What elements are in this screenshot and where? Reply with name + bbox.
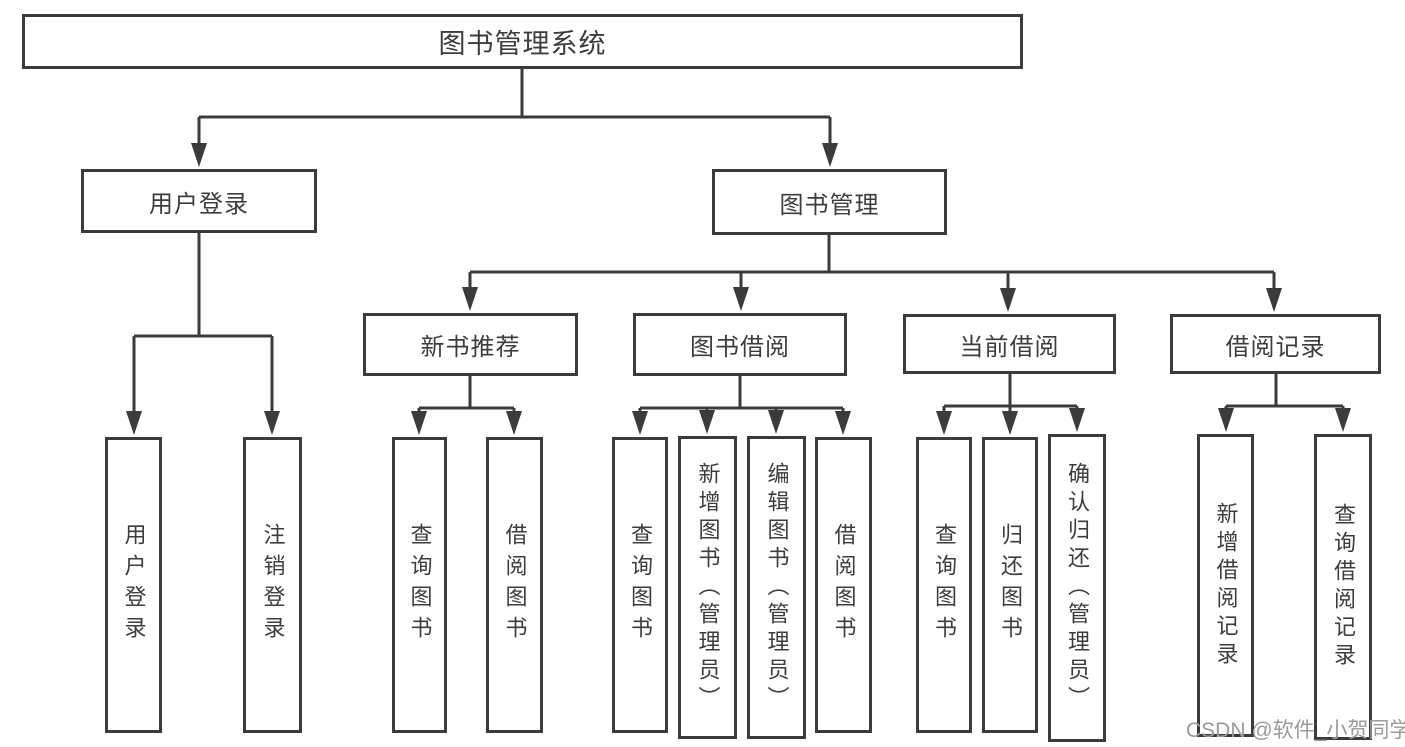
- leaf-user-login: 用户登录: [105, 437, 162, 733]
- node-user-login: 用户登录: [81, 169, 317, 233]
- leaf-confirm-return-admin: 确认归还（管理员）: [1048, 434, 1106, 742]
- arrowheads: [126, 143, 1351, 435]
- node-new-book-recommendation: 新书推荐: [363, 313, 578, 376]
- node-label: 编辑图书（管理员）: [764, 461, 790, 714]
- leaf-add-book-admin: 新增图书（管理员）: [678, 436, 737, 739]
- node-label: 图书管理: [779, 191, 880, 219]
- node-current-borrowing: 当前借阅: [903, 314, 1116, 374]
- leaf-edit-book-admin: 编辑图书（管理员）: [747, 436, 806, 739]
- node-label: 查询图书: [407, 523, 433, 647]
- node-book-management: 图书管理: [712, 169, 947, 235]
- node-label: 确认归还（管理员）: [1065, 462, 1090, 714]
- node-book-borrowing: 图书借阅: [633, 313, 847, 376]
- node-label: 查询图书: [932, 523, 957, 647]
- node-label: 借阅图书: [831, 523, 857, 647]
- leaf-query-books-current: 查询图书: [916, 437, 972, 733]
- node-label: 借阅图书: [502, 523, 528, 647]
- node-label: 归还图书: [998, 523, 1023, 647]
- leaf-borrow-books: 借阅图书: [815, 437, 872, 733]
- leaf-query-books-borrowing: 查询图书: [612, 437, 668, 733]
- node-library-management-system: 图书管理系统: [22, 14, 1023, 69]
- leaf-query-books-recommendation: 查询图书: [392, 437, 447, 733]
- node-label: 当前借阅: [959, 333, 1060, 361]
- node-label: 图书管理系统: [438, 29, 607, 59]
- node-label: 注销登录: [260, 523, 286, 647]
- node-borrowing-records: 借阅记录: [1170, 314, 1381, 374]
- node-label: 图书借阅: [690, 334, 790, 361]
- leaf-logout: 注销登录: [243, 437, 302, 733]
- node-label: 新增图书（管理员）: [695, 461, 721, 714]
- node-label: 查询借阅记录: [1331, 503, 1356, 671]
- csdn-watermark: CSDN @软件_小贺同学: [1186, 719, 1405, 742]
- node-label: 查询图书: [628, 523, 653, 647]
- node-label: 新书推荐: [420, 334, 521, 361]
- node-label: 借阅记录: [1225, 333, 1326, 361]
- node-label: 新增借阅记录: [1213, 501, 1239, 670]
- leaf-return-books: 归还图书: [982, 437, 1038, 733]
- leaf-query-borrowing-record: 查询借阅记录: [1314, 434, 1372, 740]
- leaf-borrow-books-recommendation: 借阅图书: [486, 437, 543, 733]
- leaf-add-borrowing-record: 新增借阅记录: [1197, 434, 1254, 737]
- node-label: 用户登录: [121, 523, 147, 647]
- node-label: 用户登录: [149, 190, 249, 218]
